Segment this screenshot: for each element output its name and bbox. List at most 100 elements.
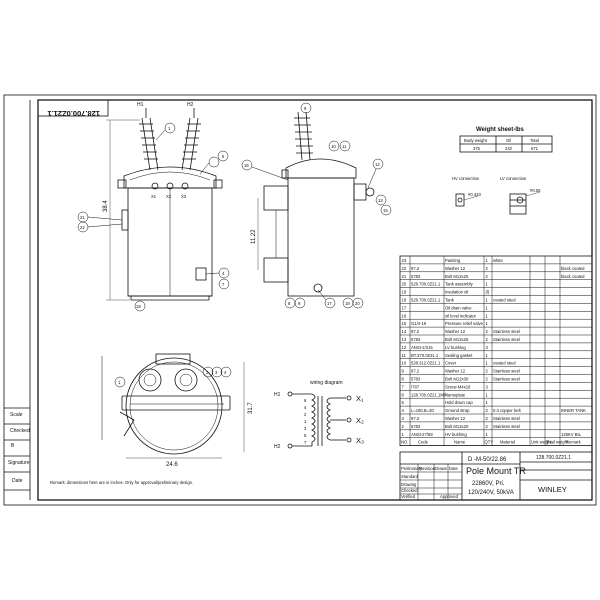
bom-row-name: Screw M4x16 — [445, 384, 471, 389]
weight-oil: 242 — [505, 146, 513, 151]
bom-row-no: 6 — [402, 392, 405, 397]
dim-height-top-view: 31.7 — [248, 402, 254, 414]
svg-text:3: 3 — [215, 370, 218, 375]
hv-bushing-right — [181, 108, 201, 171]
svg-text:13: 13 — [378, 198, 383, 203]
bom-row-code: G1/4-19 — [411, 321, 427, 326]
label-h2: H2 — [187, 102, 194, 108]
bom-row-no: 16 — [402, 313, 407, 318]
top-view: 24.6 31.7 — [101, 353, 254, 468]
title-number: 128.700.0Z21.1 — [536, 455, 571, 461]
svg-text:X1: X1 — [151, 194, 157, 199]
wiring-tap: 3 — [304, 426, 307, 431]
tb-col-label: Drawn — [435, 466, 448, 471]
svg-text:4: 4 — [224, 370, 227, 375]
bom-row-qty: 1 — [486, 313, 489, 318]
bom-row-name: Bolt M12x30 — [445, 377, 469, 382]
svg-text:11: 11 — [342, 144, 347, 149]
bom-row-material: coated steel — [493, 298, 516, 303]
bom-row-qty: 3 — [486, 345, 489, 350]
bom-row-code: 528.700.0Z21.1 — [411, 298, 441, 303]
bom-row-remark: INNER TANK — [561, 408, 586, 413]
bom-row-qty: 2 — [486, 274, 489, 279]
wiring-x1: X₁ — [356, 394, 364, 403]
bom-row-name: Washer 12 — [445, 369, 466, 374]
bom-row-no: 9 — [402, 369, 405, 374]
bom-row-code: /787 — [411, 384, 420, 389]
bom-row-qty: 2 — [486, 408, 489, 413]
bom-row-no: 1 — [402, 432, 405, 437]
bom-row-name: Insulation oil — [445, 290, 468, 295]
bom-row-name: Pressure relief valve — [445, 321, 484, 326]
bom-row-name: Bolt M12x20 — [445, 424, 469, 429]
bom-row-code: 97.2 — [411, 369, 420, 374]
bom-row-qty: 1 — [486, 392, 489, 397]
side-view: 11.22 — [251, 111, 375, 297]
svg-text:9: 9 — [304, 106, 307, 111]
bom-row-no: 19 — [402, 290, 407, 295]
bom-row-code: 128.700.0Z21.1MP — [411, 392, 447, 397]
bom-row-qty: 2 — [486, 416, 489, 421]
bom-row-qty: 1 — [486, 321, 489, 326]
bom-row-no: 3 — [402, 416, 405, 421]
bom-row-material: white — [493, 258, 503, 263]
bom-row-name: Hold down cap — [445, 400, 473, 405]
svg-text:15: 15 — [383, 208, 388, 213]
bom-row-name: Bolt M12x25 — [445, 337, 469, 342]
bom-row-qty: 1 — [486, 282, 489, 287]
side-label-scale: Scale — [10, 412, 23, 418]
bom-row-name: LV bushing — [445, 345, 466, 350]
wiring-diagram: wiring diagram H1 H2 X₁ X₂ X₃ 6 4 2 1 3 … — [274, 380, 364, 450]
bom-row-name: Bolt M12x25 — [445, 274, 469, 279]
bom-row-name: Sealing gasket — [445, 353, 473, 358]
side-label-signature: Signature — [8, 460, 30, 466]
tb-row-label: Verified — [401, 494, 416, 499]
bom-row-no: 22 — [402, 266, 407, 271]
wiring-tap: 7 — [304, 440, 307, 445]
svg-text:19: 19 — [345, 301, 350, 306]
hv-bushing-left — [139, 108, 159, 171]
wiring-title: wiring diagram — [310, 380, 343, 386]
bom-row-qty: 1 — [486, 361, 489, 366]
bom-row-no: 10 — [402, 361, 407, 366]
bom-row-code: 97.2 — [411, 266, 420, 271]
weight-sheet-title: Weight sheet-lbs — [476, 127, 525, 133]
svg-text:9: 9 — [298, 301, 301, 306]
svg-text:1: 1 — [118, 380, 121, 385]
hv-connection-dim: #0.433 — [468, 192, 481, 197]
bom-header-total-weight: Total weight — [546, 440, 569, 445]
bom-row-material: Stainless steel — [493, 337, 520, 342]
bom-header-qty: QTY — [485, 440, 494, 445]
bom-header-material: Material — [500, 440, 515, 445]
hv-connection-label: HV connection — [452, 176, 480, 181]
bom-row-material: Stainless steel — [493, 424, 520, 429]
lv-connection-dim: #0.55 — [530, 188, 541, 193]
bom-row-remark: black coated — [561, 266, 585, 271]
front-view: X1 X2 X3 H1 — [103, 102, 223, 301]
bom-row-no: 14 — [402, 329, 407, 334]
tb-row-label: Preliminary — [401, 466, 423, 471]
side-label-date: Date — [12, 478, 23, 484]
svg-text:18: 18 — [136, 304, 141, 309]
svg-text:21: 21 — [80, 215, 85, 220]
bom-row-qty: 2 — [486, 329, 489, 334]
weight-sheet: Weight sheet-lbs Body weight Oil Total 3… — [459, 127, 553, 153]
svg-text:10: 10 — [331, 144, 336, 149]
bom-row-name: Washer 12 — [445, 266, 466, 271]
bom-row-no: 4 — [402, 408, 405, 413]
wiring-h1: H1 — [274, 392, 281, 398]
bom-row-qty: 2 — [486, 377, 489, 382]
dim-width-bottom: 24.6 — [166, 462, 178, 468]
svg-text:16: 16 — [244, 163, 249, 168]
title-company: WINLEY — [538, 485, 567, 494]
bom-row-material: Stainless steel — [493, 416, 520, 421]
bom-row-qty: 1 — [486, 305, 489, 310]
svg-text:7: 7 — [222, 282, 225, 287]
remark-text: Remark: dimensions here are in inches. O… — [50, 480, 193, 485]
title-model: D -M-50/22.86 — [468, 457, 507, 463]
bom-row-qty: 3 — [486, 384, 489, 389]
bom-row-name: Oil drain valve — [445, 305, 472, 310]
svg-text:12: 12 — [375, 162, 380, 167]
bom-row-code: 5783 — [411, 424, 421, 429]
